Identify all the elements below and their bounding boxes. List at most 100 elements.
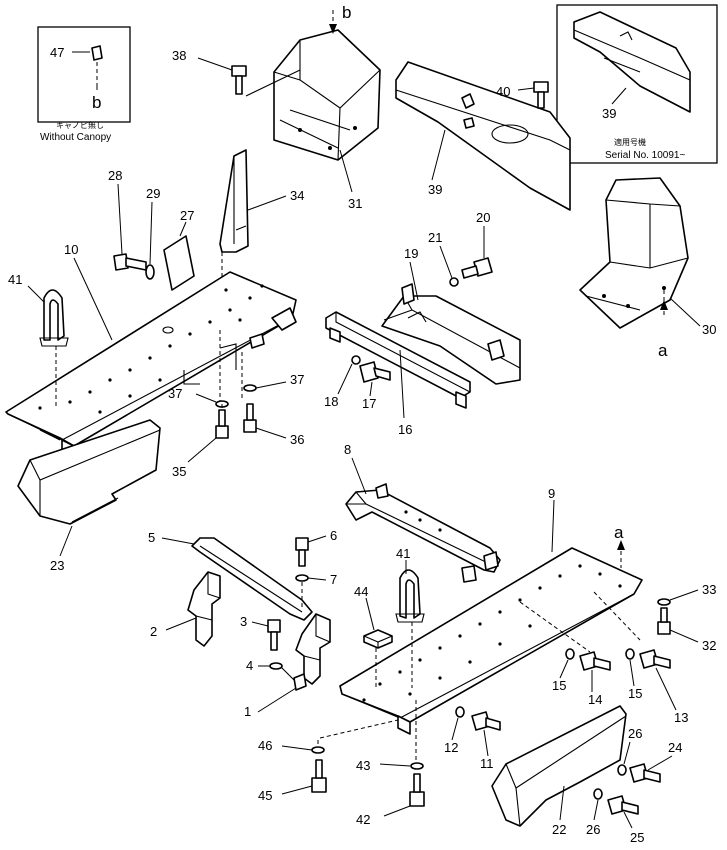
label-40: 40 bbox=[496, 84, 510, 99]
part-24-bolt bbox=[629, 755, 673, 783]
label-17: 17 bbox=[362, 396, 376, 411]
part-38-bolt bbox=[197, 57, 301, 97]
part-4-washer bbox=[258, 662, 283, 670]
label-25: 25 bbox=[630, 830, 644, 845]
part-36-bolt bbox=[243, 403, 287, 439]
label-28: 28 bbox=[108, 168, 122, 183]
part-9-frame bbox=[319, 499, 643, 764]
label-44: 44 bbox=[354, 584, 368, 599]
ref-arrow-a-bottom bbox=[617, 540, 625, 568]
part-13-bolt bbox=[639, 649, 677, 711]
part-40-bolt bbox=[517, 81, 549, 109]
label-39a: 39 bbox=[428, 182, 442, 197]
note-without-canopy-jp: キャノピ無し bbox=[56, 120, 104, 130]
label-23: 23 bbox=[50, 558, 64, 573]
part-19-plate bbox=[381, 261, 521, 385]
ref-arrow-b-top bbox=[329, 10, 337, 34]
part-2-bracket bbox=[165, 571, 221, 647]
part-31-cover bbox=[273, 29, 381, 193]
ref-b-top: b bbox=[342, 3, 351, 22]
label-8: 8 bbox=[344, 442, 351, 457]
part-3-bolt bbox=[251, 619, 281, 651]
part-47-cap bbox=[91, 45, 103, 61]
part-12-washer bbox=[451, 706, 465, 741]
part-41-hook-lower bbox=[395, 560, 425, 688]
part-39-cover bbox=[395, 61, 571, 211]
part-30-cover bbox=[579, 177, 701, 329]
ref-a-top: a bbox=[658, 341, 668, 360]
part-22-cover bbox=[491, 705, 627, 827]
part-43-washer bbox=[379, 762, 424, 770]
label-6: 6 bbox=[330, 528, 337, 543]
part-37-washers bbox=[195, 381, 287, 410]
part-44-block bbox=[363, 597, 393, 690]
inset-box-right bbox=[556, 4, 718, 164]
label-24: 24 bbox=[668, 740, 682, 755]
label-41b: 41 bbox=[396, 546, 410, 561]
label-1: 1 bbox=[244, 704, 251, 719]
reference-letters: b b a a bbox=[92, 3, 668, 542]
label-37a: 37 bbox=[168, 386, 182, 401]
part-labels: 1 2 3 4 5 6 7 8 9 10 11 12 13 14 15 15 1… bbox=[8, 45, 716, 845]
inset-box-left bbox=[37, 26, 131, 123]
label-42: 42 bbox=[356, 812, 370, 827]
part-16-crossmember bbox=[325, 311, 471, 419]
part-34-bracket bbox=[219, 149, 287, 290]
label-5: 5 bbox=[148, 530, 155, 545]
part-18-washer bbox=[337, 355, 361, 395]
label-33: 33 bbox=[702, 582, 716, 597]
label-16: 16 bbox=[398, 422, 412, 437]
part-32-bolt bbox=[657, 607, 699, 643]
label-3: 3 bbox=[240, 614, 247, 629]
part-29-washer bbox=[145, 201, 155, 280]
label-9: 9 bbox=[548, 486, 555, 501]
inset-serial bbox=[556, 4, 718, 164]
part-6-bolt bbox=[295, 535, 327, 567]
part-8-crossmember bbox=[345, 457, 501, 583]
note-serial-en: Serial No. 10091~ bbox=[605, 150, 685, 161]
ref-b-inset: b bbox=[92, 93, 101, 112]
part-23-cover bbox=[17, 419, 161, 557]
label-15a: 15 bbox=[552, 678, 566, 693]
label-19: 19 bbox=[404, 246, 418, 261]
label-36: 36 bbox=[290, 432, 304, 447]
part-33-washer bbox=[657, 589, 699, 606]
part-45-bolt bbox=[281, 759, 327, 795]
label-31: 31 bbox=[348, 196, 362, 211]
inset-without-canopy bbox=[37, 26, 131, 123]
lower-frame-holes bbox=[362, 564, 622, 702]
label-4: 4 bbox=[246, 658, 253, 673]
label-20: 20 bbox=[476, 210, 490, 225]
part-46-washer bbox=[281, 740, 325, 754]
label-2: 2 bbox=[150, 624, 157, 639]
label-35: 35 bbox=[172, 464, 186, 479]
part-1-bracket bbox=[257, 613, 331, 713]
label-11: 11 bbox=[480, 756, 494, 771]
label-26b: 26 bbox=[586, 822, 600, 837]
label-27: 27 bbox=[180, 208, 194, 223]
label-7: 7 bbox=[330, 572, 337, 587]
label-30: 30 bbox=[702, 322, 716, 337]
label-14: 14 bbox=[588, 692, 602, 707]
label-13: 13 bbox=[674, 710, 688, 725]
inset-notes: キャノピ無し Without Canopy 適用号機 Serial No. 10… bbox=[40, 120, 685, 161]
label-21: 21 bbox=[428, 230, 442, 245]
part-14-bolt bbox=[579, 651, 611, 692]
label-37b: 37 bbox=[290, 372, 304, 387]
label-12: 12 bbox=[444, 740, 458, 755]
label-32: 32 bbox=[702, 638, 716, 653]
part-17-bolt bbox=[359, 361, 391, 397]
part-25-bolt bbox=[607, 795, 639, 829]
part-27-plate bbox=[163, 221, 195, 291]
label-41a: 41 bbox=[8, 272, 22, 287]
note-serial-jp: 適用号機 bbox=[614, 137, 646, 147]
label-18: 18 bbox=[324, 394, 338, 409]
part-41-hook-upper bbox=[27, 285, 69, 406]
part-7-washer bbox=[295, 574, 327, 610]
ref-a-bottom: a bbox=[614, 523, 624, 542]
part-39-inset bbox=[573, 11, 691, 113]
part-5-strap bbox=[161, 537, 313, 621]
note-without-canopy-en: Without Canopy bbox=[40, 132, 111, 143]
label-45: 45 bbox=[258, 788, 272, 803]
